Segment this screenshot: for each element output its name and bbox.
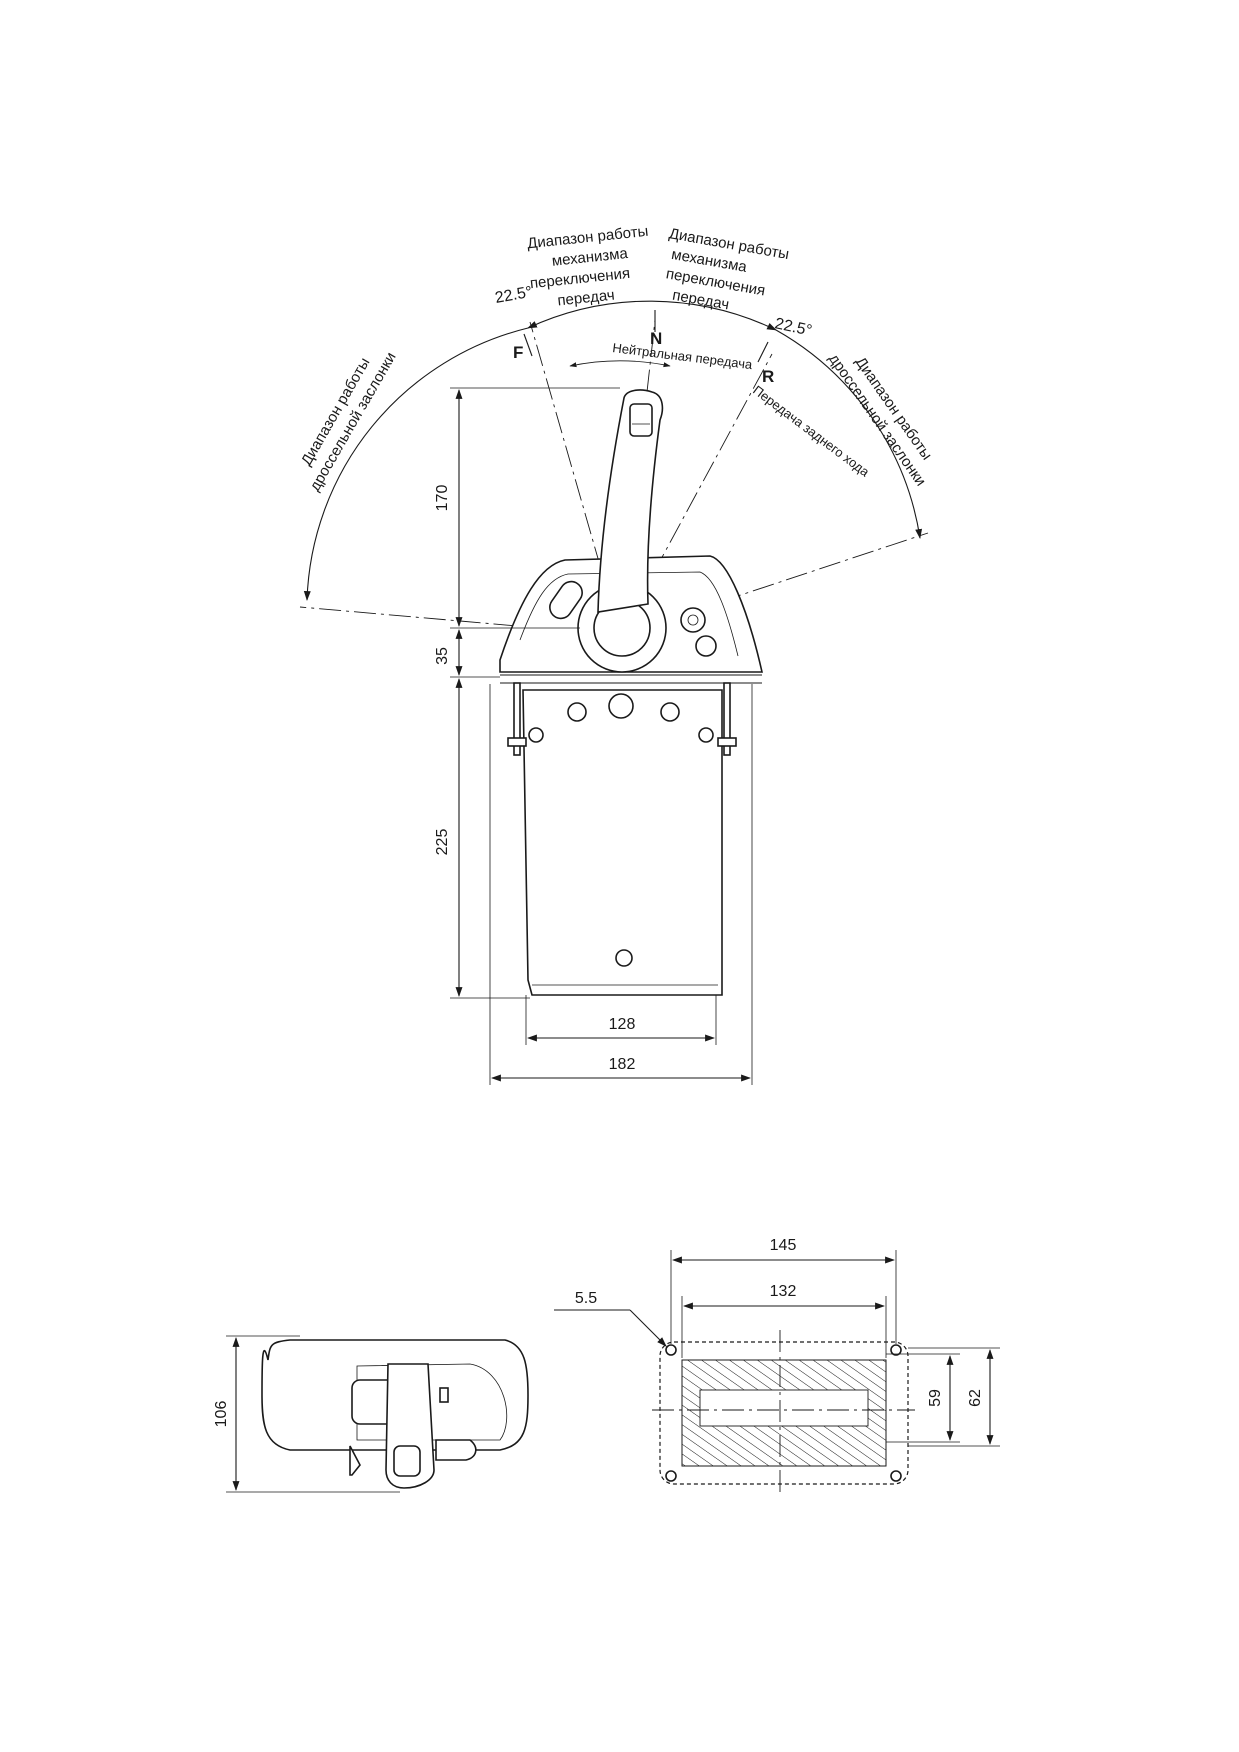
hub-pin-lower: [695, 635, 717, 657]
box-hole-left: [567, 702, 587, 722]
throttle-range-arc-right: [775, 329, 923, 539]
side-indicator: [439, 1387, 449, 1403]
reverse-label: R: [762, 367, 774, 386]
dim-132: 132: [770, 1283, 797, 1300]
mount-hole-br: [890, 1470, 902, 1482]
stud-left: [513, 682, 521, 756]
neutral-label: N: [650, 329, 662, 348]
neutral-text: Нейтральная передача: [612, 340, 754, 372]
svg-text:переключения: переключения: [529, 265, 631, 292]
side-housing-inner: [356, 1363, 508, 1441]
side-view: 106: [213, 1335, 529, 1493]
stud-left-nut: [507, 737, 527, 747]
dim-182: 182: [609, 1056, 636, 1073]
box-hole-right: [660, 702, 680, 722]
angle-left: 22.5°: [494, 284, 534, 307]
shift-range-left-label: Диапазон работы механизма переключения п…: [526, 223, 649, 310]
shift-range-arc: [527, 300, 777, 331]
cutout-view: 145 132 5.5 59 62: [554, 1237, 1000, 1495]
front-view: 170 35 225 128 182 F N R Нейтральная пер…: [298, 223, 935, 1085]
stud-right-nut: [717, 737, 737, 747]
stud-right: [723, 682, 731, 756]
dim-145: 145: [770, 1237, 797, 1254]
stud-right-knob: [698, 727, 714, 743]
box-hole-bottom: [615, 949, 633, 967]
forward-tick: [523, 333, 533, 357]
dim-59: 59: [927, 1389, 944, 1407]
mount-hole-bl: [665, 1470, 677, 1482]
switch-box: [522, 689, 723, 996]
dim-128: 128: [609, 1016, 636, 1033]
reverse-tick: [757, 341, 769, 363]
cutout-inner-slot: [699, 1389, 869, 1427]
dim-35: 35: [434, 647, 451, 665]
side-lever-button: [393, 1445, 421, 1477]
mount-hole-tr: [890, 1344, 902, 1356]
angle-right: 22.5°: [773, 315, 813, 339]
dim-5-5: 5.5: [575, 1290, 597, 1307]
shift-range-right-label: Диапазон работы механизма переключения п…: [665, 225, 791, 313]
svg-text:передач: передач: [557, 287, 616, 310]
lever-handle-button: [629, 403, 653, 437]
svg-text:Диапазон работы: Диапазон работы: [526, 223, 649, 253]
dim-106: 106: [213, 1401, 230, 1428]
mount-hole-tl: [665, 1344, 677, 1356]
hole-leader-arrow: [629, 1309, 667, 1347]
box-hole-center: [608, 693, 634, 719]
side-foot-left: [349, 1445, 361, 1476]
dim-62: 62: [967, 1389, 984, 1407]
dim-225: 225: [434, 829, 451, 856]
dim-170: 170: [434, 485, 451, 512]
throttle-range-arc-left: [303, 327, 529, 601]
stud-left-knob: [528, 727, 544, 743]
housing-slot: [549, 580, 583, 620]
throttle-range-left-label: Диапазон работы дроссельной заслонки: [298, 349, 400, 494]
throttle-range-right-label: Диапазон работы дроссельной заслонки: [825, 351, 935, 490]
forward-label: F: [513, 343, 523, 362]
hub-pin-right-inner: [687, 614, 699, 626]
hub-pin-right: [680, 607, 706, 633]
neutral-arc: [569, 360, 671, 368]
lever-arm: [597, 389, 664, 613]
side-lower-block: [435, 1439, 477, 1461]
